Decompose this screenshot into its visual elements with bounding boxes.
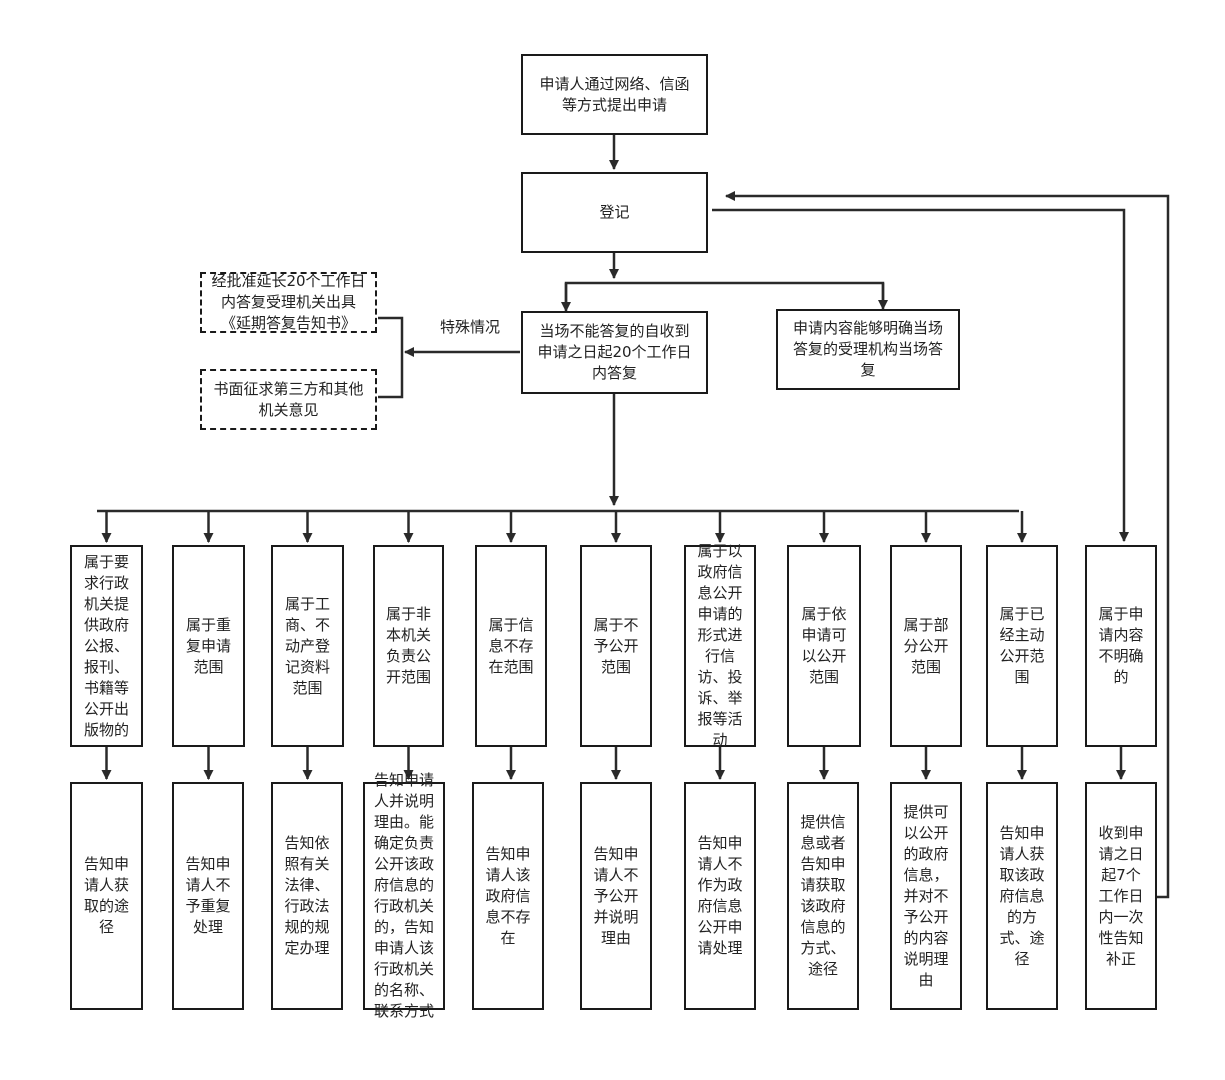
arrow-register-to-unclear [712, 208, 1129, 542]
cannot-answer-node: 当场不能答复的自收到 申请之日起20个工作日 内答复 [521, 311, 708, 394]
category-box: 属于工 商、不 动产登 记资料 范围 [271, 545, 344, 747]
category-box: 属于信 息不存 在范围 [475, 545, 547, 747]
category-box: 属于要 求行政 机关提 供政府 公报、 报刊、 书籍等 公开出 版物的 [70, 545, 143, 747]
outcome-box: 告知依 照有关 法律、 行政法 规的规 定办理 [271, 782, 343, 1010]
category-box: 属于申 请内容 不明确 的 [1085, 545, 1157, 747]
outcome-box: 告知申 请人不 作为政 府信息 公开申 请处理 [684, 782, 756, 1010]
outcome-box: 告知申 请人获 取的途 径 [70, 782, 143, 1010]
third-party-node: 书面征求第三方和其他 机关意见 [200, 369, 377, 430]
outcome-box: 提供信 息或者 告知申 请获取 该政府 信息的 方式、 途径 [787, 782, 859, 1010]
split-connector [564, 281, 885, 307]
category-box: 属于已 经主动 公开范 围 [986, 545, 1058, 747]
can-answer-node: 申请内容能够明确当场 答复的受理机构当场答 复 [776, 309, 960, 390]
category-box: 属于依 申请可 以公开 范围 [787, 545, 861, 747]
category-box: 属于重 复申请 范围 [172, 545, 245, 747]
category-box: 属于不 予公开 范围 [580, 545, 652, 747]
outcome-box: 提供可 以公开 的政府 信息， 并对不 予公开 的内容 说明理 由 [890, 782, 962, 1010]
start-node: 申请人通过网络、信函 等方式提出申请 [521, 54, 708, 135]
register-node: 登记 [521, 172, 708, 253]
category-box: 属于以 政府信 息公开 申请的 形式进 行信 访、投 诉、举 报等活 动 [684, 542, 756, 749]
extension-node: 经批准延长20个工作日 内答复受理机关出具 《延期答复告知书》 [200, 272, 377, 333]
category-box: 属于部 分公开 范围 [890, 545, 962, 747]
outcome-box: 告知申 请人不 予重复 处理 [172, 782, 244, 1010]
special-case-label: 特殊情况 [440, 318, 501, 336]
outcome-box: 告知申 请人不 予公开 并说明 理由 [580, 782, 652, 1010]
outcome-box: 收到申 请之日 起7个 工作日 内一次 性告知 补正 [1085, 782, 1157, 1010]
outcome-box: 告知申 请人获 取该政 府信息 的方 式、途 径 [986, 782, 1058, 1010]
category-box: 属于非 本机关 负责公 开范围 [373, 545, 444, 747]
bracket-connector [378, 316, 404, 399]
outcome-box: 告知申请 人并说明 理由。能 确定负责 公开该政 府信息的 行政机关 的，告知 … [363, 771, 445, 1020]
outcome-box: 告知申 请人该 政府信 息不存 在 [472, 782, 544, 1010]
feedback-line [725, 191, 1170, 899]
